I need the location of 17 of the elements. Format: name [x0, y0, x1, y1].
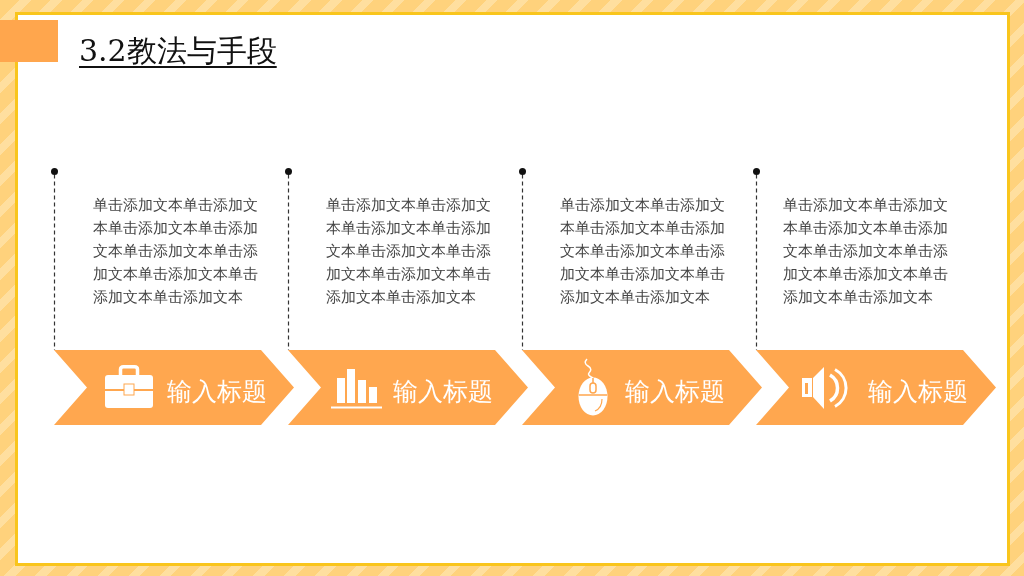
description-text: 单击添加文本单击添加文本单击添加文本单击添加文本单击添加文本单击添加文本单击添加文本单击添加文本单击添加文本 — [783, 195, 949, 308]
step-title: 输入标题 — [625, 377, 725, 407]
step-title: 输入标题 — [868, 377, 968, 407]
chevron-banner — [288, 350, 528, 425]
chevron-banner — [54, 350, 294, 425]
dot-icon — [753, 167, 760, 175]
title: 3.2教法与手段 — [79, 32, 277, 70]
step-title: 输入标题 — [393, 377, 493, 407]
chevron-banner — [756, 350, 996, 425]
dot-icon — [51, 167, 58, 175]
description-text: 单击添加文本单击添加文本单击添加文本单击添加文本单击添加文本单击添加文本单击添加文本单击添加文本单击添加文本 — [326, 195, 492, 308]
chevron-banner — [522, 350, 762, 425]
dot-icon — [519, 167, 526, 175]
description-text: 单击添加文本单击添加文本单击添加文本单击添加文本单击添加文本单击添加文本单击添加文本单击添加文本单击添加文本 — [93, 195, 259, 308]
step-title: 输入标题 — [167, 377, 267, 407]
dot-icon — [285, 167, 292, 175]
description-text: 单击添加文本单击添加文本单击添加文本单击添加文本单击添加文本单击添加文本单击添加文本单击添加文本单击添加文本 — [560, 195, 726, 308]
